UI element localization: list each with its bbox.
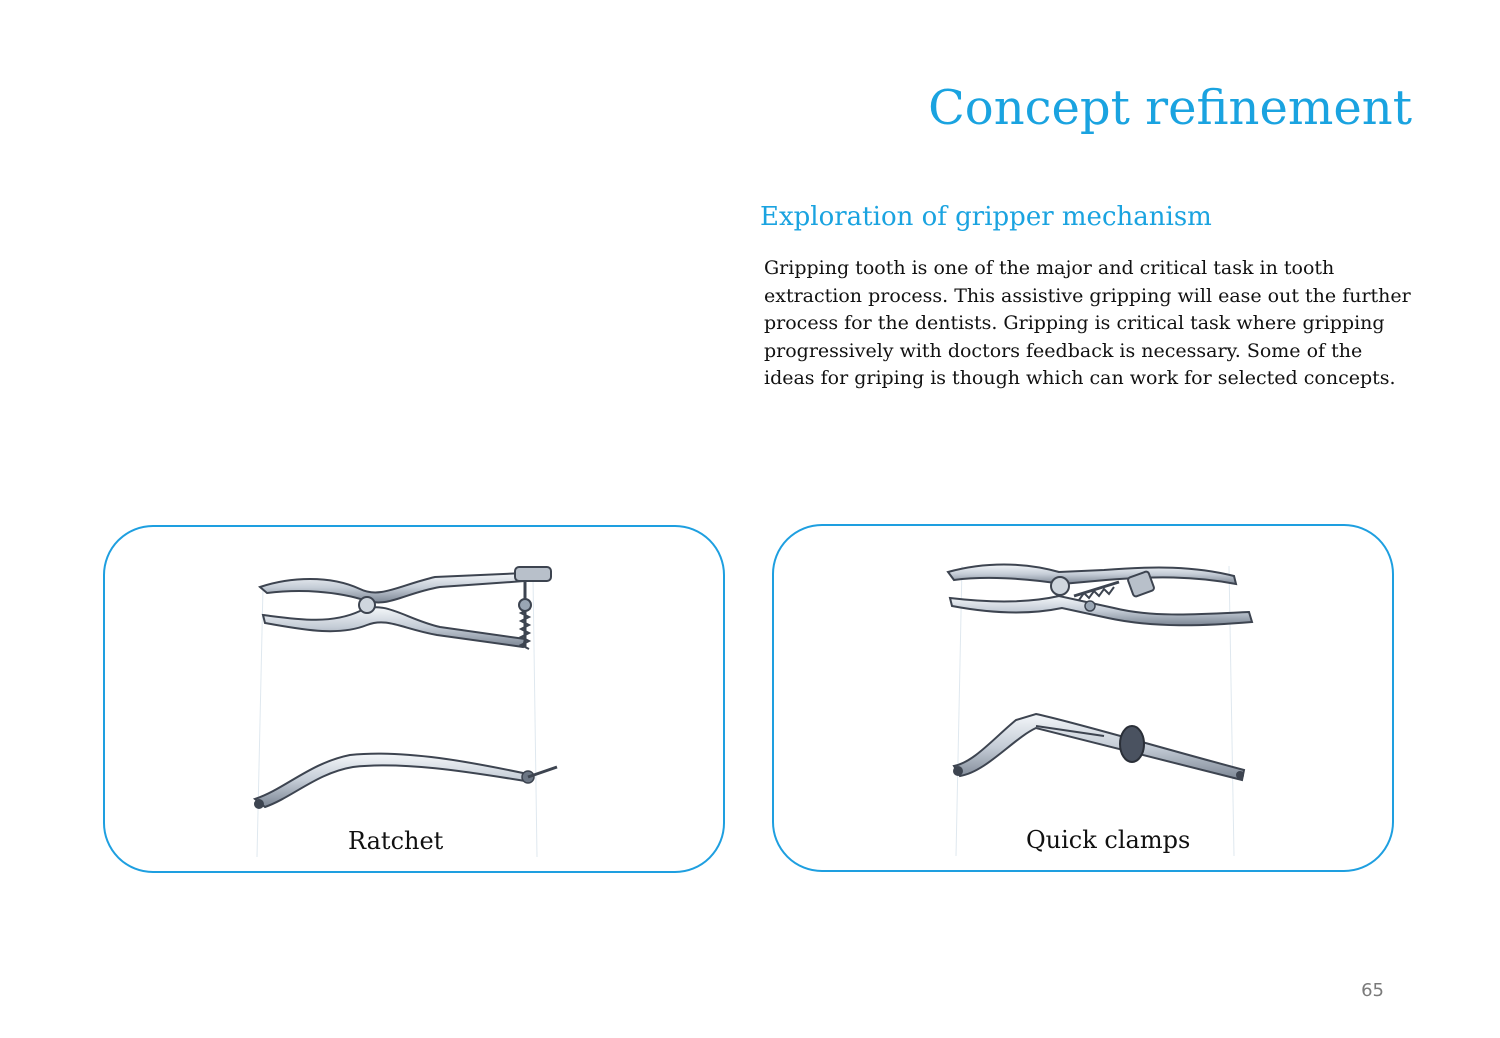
ratchet-pliers-sketch-icon <box>252 566 558 858</box>
page-title: Concept refinement <box>928 80 1412 136</box>
quick-clamps-card: Quick clamps <box>772 524 1394 872</box>
ratchet-card: Ratchet <box>103 525 725 873</box>
page-number: 65 <box>1361 980 1384 1001</box>
ratchet-pliers-side-view <box>252 752 558 809</box>
section-body-text: Gripping tooth is one of the major and c… <box>764 257 1411 390</box>
section-heading: Exploration of gripper mechanism <box>760 202 1212 232</box>
ratchet-pliers-top-view <box>258 566 552 650</box>
ratchet-caption: Ratchet <box>348 827 444 855</box>
quick-clamp-top-view <box>946 563 1254 627</box>
quick-clamp-pliers-sketch-icon <box>946 563 1254 857</box>
quick-clamp-side-view <box>952 712 1246 782</box>
quick-clamps-caption: Quick clamps <box>1026 826 1191 854</box>
